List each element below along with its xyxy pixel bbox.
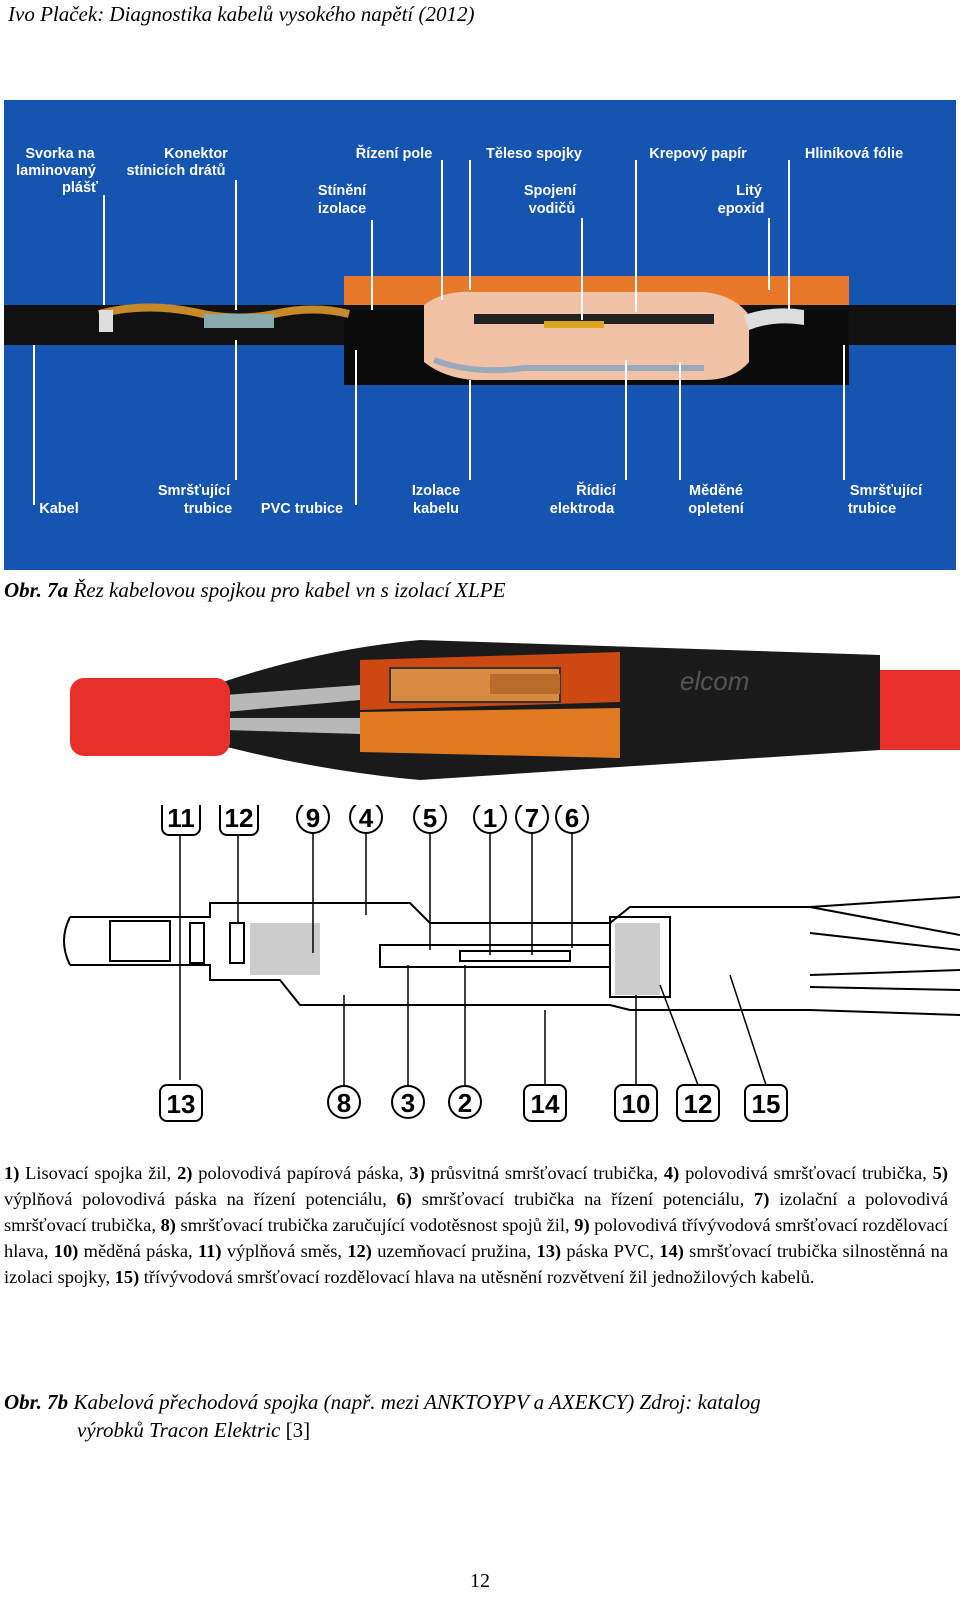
legend-item-3: 3) průsvitná smršťovací trubička, <box>409 1163 664 1183</box>
label-izolace-line1: Izolace <box>412 483 460 499</box>
label-konektor-line1: Konektor <box>164 146 228 162</box>
figure-7a-joint-cross-section: Svorka na laminovaný plášť Konektor stín… <box>4 100 956 570</box>
callout-bottom-3: 3 <box>391 1085 425 1119</box>
svg-text:8: 8 <box>337 1088 351 1118</box>
svg-text:4: 4 <box>359 805 374 833</box>
label-stineni-line2: izolace <box>318 201 366 217</box>
legend-item-4: 4) polovodivá smršťovací trubička, <box>663 1163 933 1183</box>
legend-item-8: 8) smršťovací trubička zaručující vodotě… <box>160 1215 575 1235</box>
callout-top-4: 4 <box>349 805 383 834</box>
callout-top-9: 9 <box>296 805 330 834</box>
label-rizeni: Řízení pole <box>356 144 433 162</box>
legend-item-13: 13) páska PVC, <box>536 1241 660 1261</box>
legend-item-15: 15) třívývodová smršťovací rozdělovací h… <box>114 1267 815 1287</box>
label-izolace-line2: kabelu <box>413 501 459 517</box>
figure-7b-caption: Obr. 7b Kabelová přechodová spojka (např… <box>4 1388 948 1444</box>
callout-bottom-10: 10 <box>614 1084 658 1122</box>
label-smrst2-line1: Smršťující <box>850 483 923 499</box>
callout-bottom-14: 14 <box>523 1084 567 1122</box>
label-lity-line1: Litý <box>736 183 762 199</box>
photo-brand-text: elcom <box>680 666 749 696</box>
label-ridici-line2: elektroda <box>550 501 615 517</box>
label-medene-line2: opletení <box>688 501 745 517</box>
callout-top-6: 6 <box>555 805 589 834</box>
svg-text:12: 12 <box>684 1089 713 1119</box>
legend-item-1: 1) Lisovací spojka žil, <box>4 1163 178 1183</box>
label-lity-line2: epoxid <box>718 201 765 217</box>
callout-top-12: 12 <box>219 805 259 836</box>
label-svorka-line2: laminovaný <box>16 163 96 179</box>
figure-7b-legend: 1) Lisovací spojka žil, 2) polovodivá pa… <box>4 1160 948 1290</box>
label-konektor-line2: stínicích drátů <box>126 163 225 179</box>
label-svorka-line1: Svorka na <box>25 146 95 162</box>
figure-7b-drawing: 11 12 9 4 5 1 7 6 13 8 3 2 14 10 12 15 <box>63 805 960 1122</box>
label-svorka-line3: plášť <box>62 180 98 196</box>
svg-text:5: 5 <box>423 805 437 833</box>
label-teleso: Těleso spojky <box>486 146 582 162</box>
svg-text:7: 7 <box>525 805 539 833</box>
page-header: Ivo Plaček: Diagnostika kabelů vysokého … <box>8 2 475 26</box>
callout-bottom-15: 15 <box>744 1084 788 1122</box>
figure-7b-caption-line1: Kabelová přechodová spojka (např. mezi A… <box>73 1390 761 1414</box>
callout-bottom-2: 2 <box>448 1085 482 1119</box>
legend-item-6: 6) smršťovací trubička na řízení potenci… <box>396 1189 755 1209</box>
svg-text:12: 12 <box>225 805 254 833</box>
callout-top-1: 1 <box>473 805 507 834</box>
legend-item-14: 14) smršťovací trubička silnostěnná na i… <box>4 1241 948 1287</box>
svg-text:1: 1 <box>483 805 497 833</box>
callout-bottom-12: 12 <box>676 1084 720 1122</box>
label-hlinikova: Hliníková fólie <box>805 146 903 162</box>
svg-text:11: 11 <box>167 805 195 833</box>
label-smrst1-line1: Smršťující <box>158 483 231 499</box>
svg-text:13: 13 <box>167 1089 196 1119</box>
label-krepovy: Krepový papír <box>649 146 747 162</box>
figure-7b-photo: elcom <box>60 630 960 800</box>
svg-text:2: 2 <box>458 1088 472 1118</box>
figure-7b-caption-label: Obr. 7b <box>4 1390 69 1414</box>
callout-bottom-13: 13 <box>159 1084 203 1122</box>
callout-top-5: 5 <box>413 805 447 834</box>
legend-item-5: 5) výplňová polovodivá páska na řízení p… <box>4 1163 948 1209</box>
label-smrst1-line2: trubice <box>184 501 232 517</box>
svg-text:3: 3 <box>401 1088 415 1118</box>
label-smrst2-line2: trubice <box>848 501 896 517</box>
svg-text:15: 15 <box>752 1089 781 1119</box>
svg-text:10: 10 <box>622 1089 651 1119</box>
label-spojeni-line2: vodičů <box>529 201 576 217</box>
legend-item-12: 12) uzemňovací pružina, <box>347 1241 537 1261</box>
callout-top-11: 11 <box>161 805 201 836</box>
label-ridici-line1: Řídicí <box>576 481 616 499</box>
label-stineni-line1: Stínění <box>318 183 367 199</box>
figure-7a-caption-text: Řez kabelovou spojkou pro kabel vn s izo… <box>73 578 506 602</box>
legend-item-11: 11) výplňová směs, <box>198 1241 348 1261</box>
legend-item-7: 7) izolační a polovodivá smršťovací trub… <box>4 1189 949 1235</box>
label-medene-line1: Měděné <box>689 483 743 499</box>
legend-item-9: 9) polovodivá třívývodová smršťovací roz… <box>4 1215 948 1261</box>
label-spojeni-line1: Spojení <box>524 183 577 199</box>
label-kabel: Kabel <box>39 501 79 517</box>
legend-item-10: 10) měděná páska, <box>53 1241 198 1261</box>
callout-bottom-8: 8 <box>327 1085 361 1119</box>
figure-7a-caption: Obr. 7a Řez kabelovou spojkou pro kabel … <box>4 578 505 603</box>
legend-item-2: 2) polovodivá papírová páska, <box>177 1163 410 1183</box>
svg-text:9: 9 <box>306 805 320 833</box>
figure-7b-caption-ref: [3] <box>285 1418 311 1442</box>
page-number: 12 <box>470 1570 490 1592</box>
svg-text:6: 6 <box>565 805 579 833</box>
callout-top-7: 7 <box>515 805 549 834</box>
figure-7a-caption-label: Obr. 7a <box>4 578 69 602</box>
figure-7b-caption-line2: výrobků Tracon Elektric <box>77 1418 281 1442</box>
label-pvc: PVC trubice <box>261 501 343 517</box>
svg-text:14: 14 <box>531 1089 560 1119</box>
